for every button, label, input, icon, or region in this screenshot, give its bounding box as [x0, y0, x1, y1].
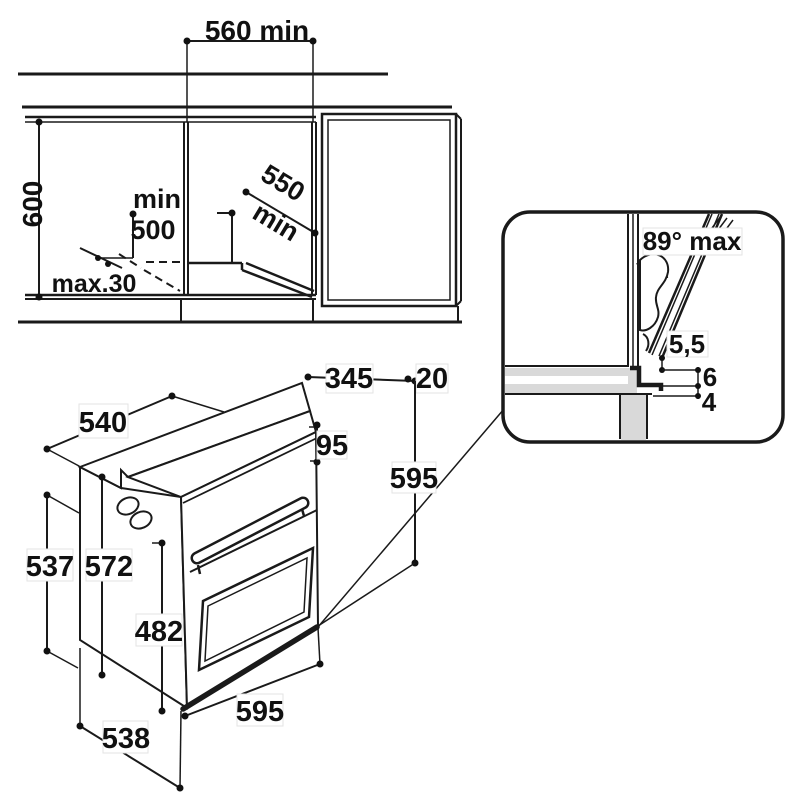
dim-fascia-95: 95	[309, 421, 348, 466]
dim-height-572: 572	[85, 473, 133, 679]
gap-mid-label: 6	[703, 362, 717, 392]
door-window-inner	[204, 556, 308, 663]
door-top-edge	[189, 509, 318, 573]
dim-door-glass-482: 482	[135, 539, 183, 715]
door-window-outer	[197, 545, 315, 673]
oven-handle	[190, 496, 310, 575]
recess-min-label: min	[133, 184, 181, 214]
dim-height-595-right: 595	[317, 381, 438, 627]
dim-counter-depth-550: 550 min	[217, 159, 319, 263]
dim-plinth-max30: max.30	[52, 247, 181, 298]
dim-top-depth-345-20: 345 20	[304, 363, 449, 395]
hinge-body	[639, 253, 670, 332]
side-vent-1	[116, 496, 140, 516]
top-width-label: 540	[79, 407, 127, 439]
height-side-label: 595	[390, 463, 438, 495]
side-vent-2	[129, 510, 153, 530]
front-width-label: 595	[236, 696, 284, 728]
rear-gap-label: 20	[416, 363, 448, 395]
dim-front-width-595: 595	[181, 627, 324, 728]
dim-recess-min-500: min 500	[98, 184, 181, 259]
gap-bottom-label: 4	[702, 387, 717, 417]
detail-leader-line	[317, 408, 505, 628]
cabinet-carcass	[18, 115, 462, 324]
door-glass-height-label: 482	[135, 616, 183, 648]
oven-isometric-view: 540 345 20 95 595	[26, 363, 449, 792]
oven-door-bottom-edge	[180, 624, 320, 712]
dim-bottom-depth-538: 538	[76, 648, 184, 792]
dim-niche-width-label: 560 min	[205, 15, 309, 46]
dim-height-537: 537	[26, 491, 80, 669]
hinge-detail-inset: 5,5 6 4 89° max	[317, 210, 785, 628]
bottom-depth-label: 538	[102, 723, 150, 755]
height-body-label: 572	[85, 551, 133, 583]
plinth-board	[188, 261, 315, 299]
height-inner-label: 537	[26, 551, 74, 583]
recess-min-value: 500	[130, 215, 175, 245]
dim-top-width-540: 540	[43, 392, 225, 467]
dim-niche-height-label: 600	[17, 181, 48, 228]
top-depth-label: 345	[325, 363, 373, 395]
door-panel-side-view	[320, 112, 462, 321]
fascia-height-label: 95	[316, 430, 348, 462]
gap-door-label: 5,5	[669, 329, 705, 359]
door-open-angle-label: 89° max	[643, 226, 742, 256]
dim-niche-height: 600	[17, 118, 48, 301]
cabinet-panel-section	[505, 365, 652, 440]
plinth-recess-label: max.30	[52, 270, 137, 298]
dim-detail-gaps: 5,5 6 4	[653, 329, 717, 417]
cabinet-section-view: 560 min 600 min 500	[17, 15, 462, 324]
dim-niche-width: 560 min	[183, 15, 317, 122]
oven-frame-step	[630, 365, 664, 391]
